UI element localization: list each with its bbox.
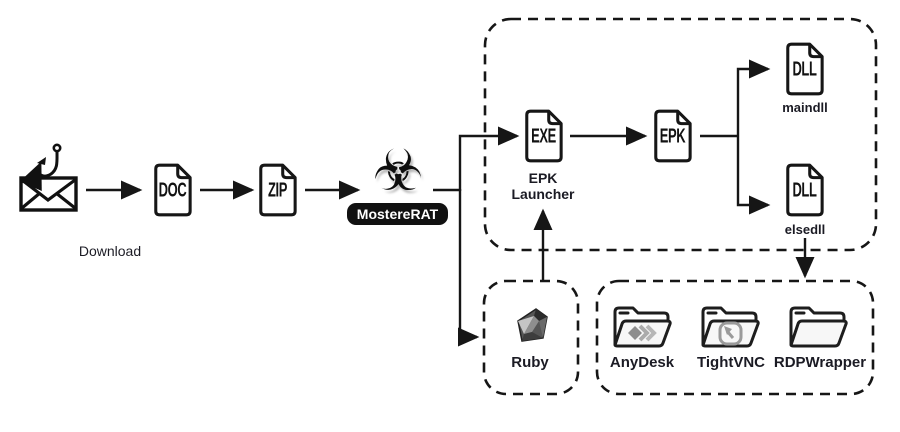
epk-file-icon: EPK (654, 109, 692, 163)
arrow-split-to-elsedll (736, 136, 771, 215)
exe-file-label: EXE (531, 123, 556, 147)
fishhook-curve (19, 150, 59, 192)
zip-file-icon: ZIP (259, 163, 297, 217)
epk-launcher-label-line1: EPK (528, 170, 558, 186)
dll-elsedll-file-label: DLL (792, 177, 817, 201)
remote-tools-stage-boundary (595, 279, 875, 396)
doc-file-icon: DOC (154, 163, 192, 217)
epk-launcher-label: EPK Launcher (511, 170, 574, 202)
exe-file-icon: EXE (525, 109, 563, 163)
anydesk-folder-icon (613, 306, 672, 348)
rdpwrapper-label: RDPWrapper (773, 354, 867, 371)
dll-maindll-file-icon: DLL (786, 42, 824, 96)
biohazard-icon: ☣ (372, 138, 424, 204)
epk-launcher-label-line2: Launcher (511, 186, 575, 202)
dll-elsedll-file-icon: DLL (786, 163, 824, 217)
arrow-split-to-maindll (736, 59, 771, 136)
elsedll-label: elsedll (784, 222, 826, 237)
fishhook-eye (52, 143, 62, 153)
ruby-stage-boundary (482, 279, 580, 396)
fishhook-barb (37, 157, 46, 165)
rdpwrapper-folder-icon (789, 306, 848, 348)
epk-stage-boundary (483, 17, 878, 252)
ruby-gem-icon (517, 308, 548, 342)
arrow-branch-to-ruby (457, 189, 480, 347)
doc-file-label: DOC (159, 177, 187, 201)
download-label: Download (78, 243, 142, 259)
dll-maindll-file-label: DLL (792, 56, 817, 80)
phishing-email-icon (19, 143, 78, 212)
arrow-branch-to-exe (458, 126, 520, 191)
tightvnc-folder-icon (701, 306, 760, 348)
tightvnc-label: TightVNC (696, 354, 766, 371)
maindll-label: maindll (782, 100, 828, 115)
anydesk-logo (628, 324, 657, 342)
tightvnc-logo (718, 321, 743, 346)
anydesk-label: AnyDesk (609, 354, 675, 371)
zip-file-label: ZIP (268, 177, 287, 201)
ruby-label: Ruby (511, 354, 549, 371)
epk-file-label: EPK (660, 123, 686, 147)
mostererat-badge: MostereRAT (347, 203, 448, 225)
